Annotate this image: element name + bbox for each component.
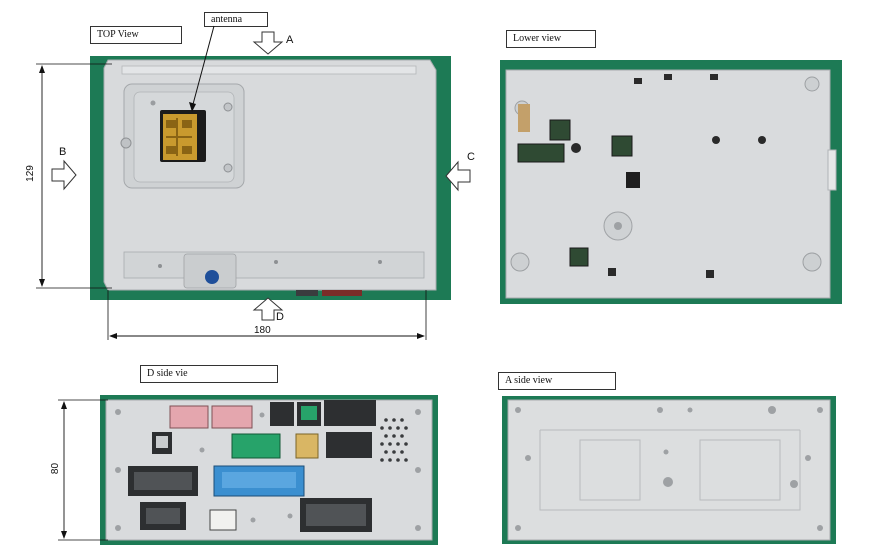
direction-label-a: A <box>286 34 294 46</box>
direction-label-d: D <box>276 311 284 323</box>
d-side-view-title: D side vie <box>140 365 278 383</box>
a-side-view-title: A side view <box>498 372 616 390</box>
direction-label-b: B <box>59 146 67 158</box>
antenna-callout-label: antenna <box>204 12 268 27</box>
top-view-title: TOP View <box>90 26 182 44</box>
lower-view-title: Lower view <box>506 30 596 48</box>
width-dimension-value: 180 <box>254 325 271 336</box>
direction-label-c: C <box>467 151 475 163</box>
